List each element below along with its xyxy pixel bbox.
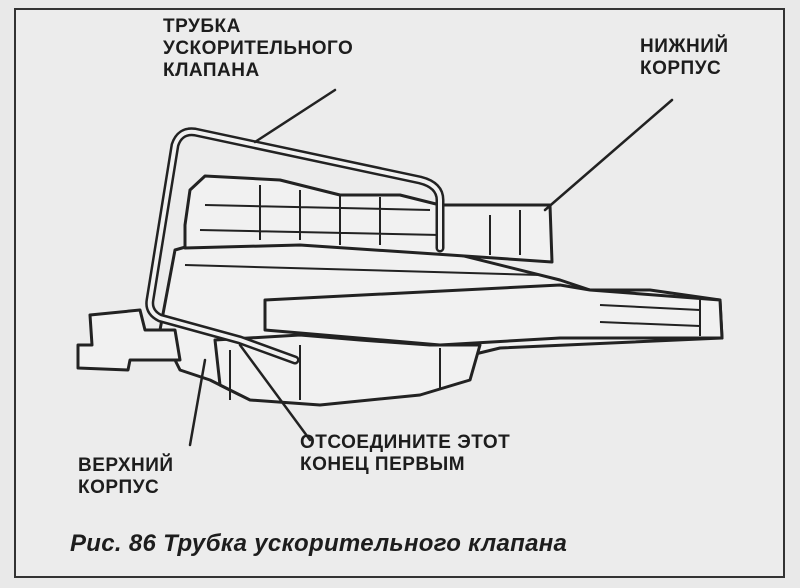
label-disconnect-end: ОТСОЕДИНИТЕ ЭТОТ КОНЕЦ ПЕРВЫМ	[300, 432, 511, 475]
leader-lower-housing	[543, 98, 674, 212]
leader-upper-housing	[188, 358, 207, 447]
label-lower-housing: НИЖНИЙ КОРПУС	[640, 36, 729, 79]
lower-plate-shape	[263, 283, 724, 347]
leader-tube	[253, 88, 337, 144]
label-accelerator-tube: ТРУБКА УСКОРИТЕЛЬНОГО КЛАПАНА	[163, 16, 354, 81]
detail-lines	[184, 185, 701, 400]
leader-disconnect	[238, 343, 312, 442]
figure-caption: Рис. 86 Трубка ускорительного клапана	[70, 530, 568, 557]
left-bracket-shape	[76, 308, 182, 372]
label-upper-housing: ВЕРХНИЙ КОРПУС	[78, 455, 174, 498]
